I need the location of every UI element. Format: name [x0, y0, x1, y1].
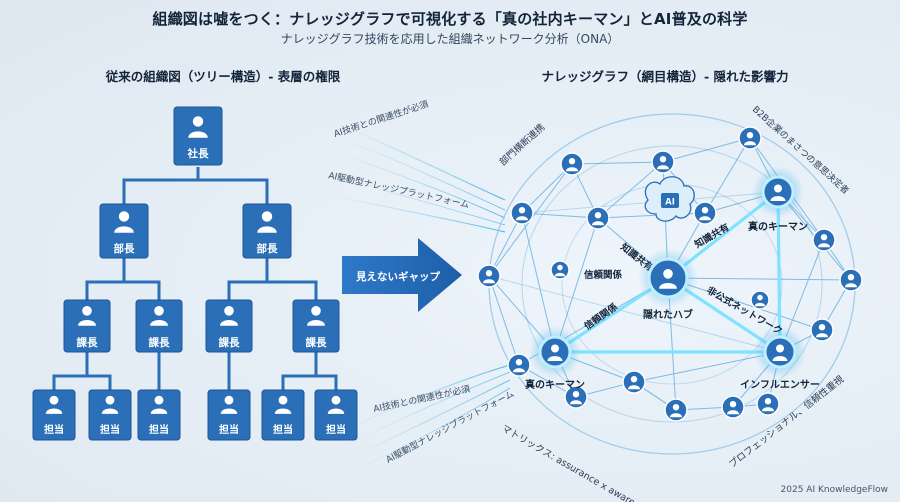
page-subtitle: ナレッジグラフ技術を応用した組織ネットワーク分析（ONA） — [280, 32, 620, 46]
graph-node — [738, 126, 762, 150]
graph-node — [586, 206, 610, 230]
left-section-heading: 従来の組織図（ツリー構造）- 表層の権限 — [105, 69, 341, 84]
footer-credit: 2025 AI KnowledgeFlow — [780, 485, 888, 495]
node-staff-label: 担当 — [219, 423, 239, 436]
graph-node — [477, 264, 501, 288]
node-staff-label: 担当 — [149, 423, 169, 436]
graph-node — [756, 392, 780, 416]
node-director-label: 部長 — [257, 242, 278, 255]
graph-node — [560, 152, 584, 176]
graph-node — [651, 150, 675, 174]
node-ceo-label: 社長 — [187, 147, 209, 160]
node-manager-3: 課長 — [205, 299, 253, 353]
light-streams — [329, 119, 511, 476]
keyman-label-top: 真のキーマン — [748, 220, 808, 233]
node-staff-4: 担当 — [207, 389, 251, 441]
node-director-2: 部長 — [242, 203, 292, 259]
node-staff-label: 担当 — [44, 423, 64, 436]
node-staff-label: 担当 — [273, 423, 293, 436]
graph-node — [510, 201, 534, 225]
graph-node — [721, 395, 745, 419]
node-manager-label: 課長 — [149, 336, 170, 349]
node-staff-5: 担当 — [261, 389, 305, 441]
graph-node — [693, 201, 717, 225]
node-staff-1: 担当 — [32, 389, 76, 441]
node-manager-4: 課長 — [292, 299, 340, 353]
gap-arrow-label: 見えないギャップ — [355, 270, 440, 283]
keyman-label-bottom: 真のキーマン — [525, 378, 585, 391]
tree-connectors — [52, 167, 338, 390]
graph-node — [750, 290, 770, 310]
stream-label-ai-relevance-top: AI技術との関連性が必須 — [332, 98, 430, 140]
node-staff-6: 担当 — [314, 389, 358, 441]
node-manager-label: 課長 — [77, 336, 98, 349]
node-manager-label: 課長 — [306, 336, 327, 349]
graph-node — [507, 353, 531, 377]
graph-node — [622, 370, 646, 394]
knowledge-graph: 知識共有 知識共有 信頼関係 信頼関係 非公式ネットワーク 部門横断連携 B2B… — [477, 103, 863, 502]
node-staff-3: 担当 — [137, 389, 181, 441]
stream-label-ai-platform-top: AI駆動型ナレッジプラットフォーム — [327, 170, 470, 211]
ai-badge-label: AI — [665, 198, 675, 208]
node-staff-label: 担当 — [326, 423, 346, 436]
graph-node — [810, 318, 834, 342]
graph-node — [812, 228, 836, 252]
graph-node — [839, 268, 863, 292]
org-tree: 社長 部長 部長 課長 課長 課長 — [32, 106, 358, 441]
graph-node — [664, 398, 688, 422]
edge-label-trust-top: 信頼関係 — [584, 269, 623, 281]
hidden-hub-label: 隠れたハブ — [643, 308, 693, 321]
node-keyman-top: 真のキーマン — [748, 166, 808, 233]
node-staff-label: 担当 — [100, 423, 120, 436]
node-ceo: 社長 — [173, 106, 223, 166]
ring-label-matrix: マトリックス: assurance x awareness — [500, 423, 656, 502]
ai-brain-icon: AI — [644, 176, 695, 222]
graph-node — [564, 385, 588, 409]
node-director-label: 部長 — [114, 242, 135, 255]
node-manager-2: 課長 — [135, 299, 183, 353]
node-influencer: インフルエンサー — [740, 326, 820, 391]
node-hidden-hub: 隠れたハブ — [638, 248, 698, 321]
graph-small-nodes — [477, 126, 863, 422]
page-title: 組織図は嘘をつく：ナレッジグラフで可視化する「真の社内キーマン」とAI普及の科学 — [152, 10, 748, 28]
ring-label-cross-department: 部門横断連携 — [497, 121, 547, 168]
influencer-label: インフルエンサー — [740, 379, 820, 391]
node-director-1: 部長 — [99, 203, 149, 259]
node-keyman-bottom: 真のキーマン — [525, 326, 585, 391]
node-manager-label: 課長 — [219, 336, 240, 349]
gap-arrow: 見えないギャップ — [342, 238, 462, 312]
right-section-heading: ナレッジグラフ（網目構造）- 隠れた影響力 — [541, 69, 789, 84]
node-manager-1: 課長 — [63, 299, 111, 353]
node-staff-2: 担当 — [88, 389, 132, 441]
graph-node — [550, 260, 570, 280]
